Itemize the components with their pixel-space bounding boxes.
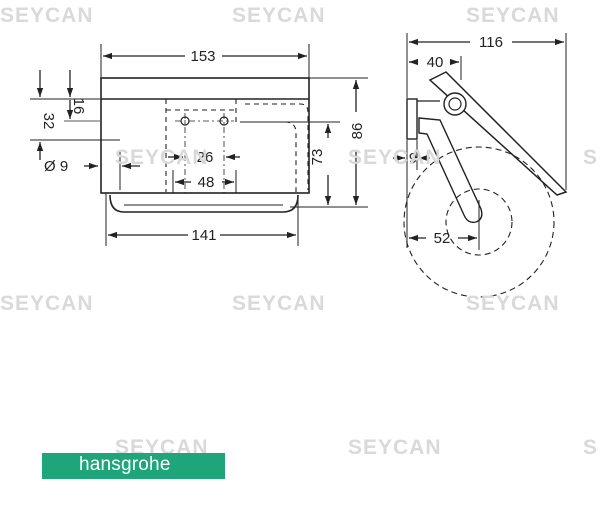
- dim-116-label: 116: [479, 34, 503, 51]
- paper-roll-core: [445, 188, 513, 256]
- paper-rod: [109, 194, 299, 213]
- watermark: SEYCAN: [0, 292, 94, 315]
- dim-153-label: 153: [190, 48, 215, 65]
- holder-arm: [418, 117, 483, 224]
- watermark: SEYCAN: [0, 4, 94, 27]
- housing-outline: [100, 77, 310, 194]
- watermark: S: [583, 146, 599, 169]
- paper-roll-outline: [403, 146, 555, 298]
- dim-86-label: 86: [349, 123, 366, 140]
- dim-52-label: 52: [434, 230, 451, 247]
- watermark: SEYCAN: [466, 292, 560, 315]
- watermark: SEYCAN: [232, 4, 326, 27]
- hinge-inner: [448, 97, 462, 111]
- wall-plate: [406, 98, 418, 140]
- dim-hole-diameter-label: Ø 9: [44, 158, 68, 175]
- brand-logo-text: hansgrohe: [79, 454, 171, 475]
- hinge-outer: [443, 92, 467, 116]
- watermark: SEYCAN: [466, 4, 560, 27]
- dim-9-label: 9: [409, 150, 417, 167]
- front-view: [30, 44, 368, 246]
- side-view: [393, 33, 568, 298]
- dim-26-label: 26: [197, 149, 214, 166]
- dim-73-label: 73: [309, 149, 326, 166]
- brand-logo: [42, 453, 225, 479]
- dim-16-label: 16: [70, 98, 87, 115]
- dim-32-label: 32: [40, 113, 57, 130]
- watermark: SEYCAN: [232, 292, 326, 315]
- watermark: SEYCAN: [115, 146, 209, 169]
- dim-141-label: 141: [191, 227, 216, 244]
- watermark: SEYCAN: [348, 146, 442, 169]
- dim-48-label: 48: [198, 174, 215, 191]
- dim-40-label: 40: [427, 54, 444, 71]
- watermark: SEYCAN: [348, 436, 442, 459]
- watermark: S: [583, 436, 599, 459]
